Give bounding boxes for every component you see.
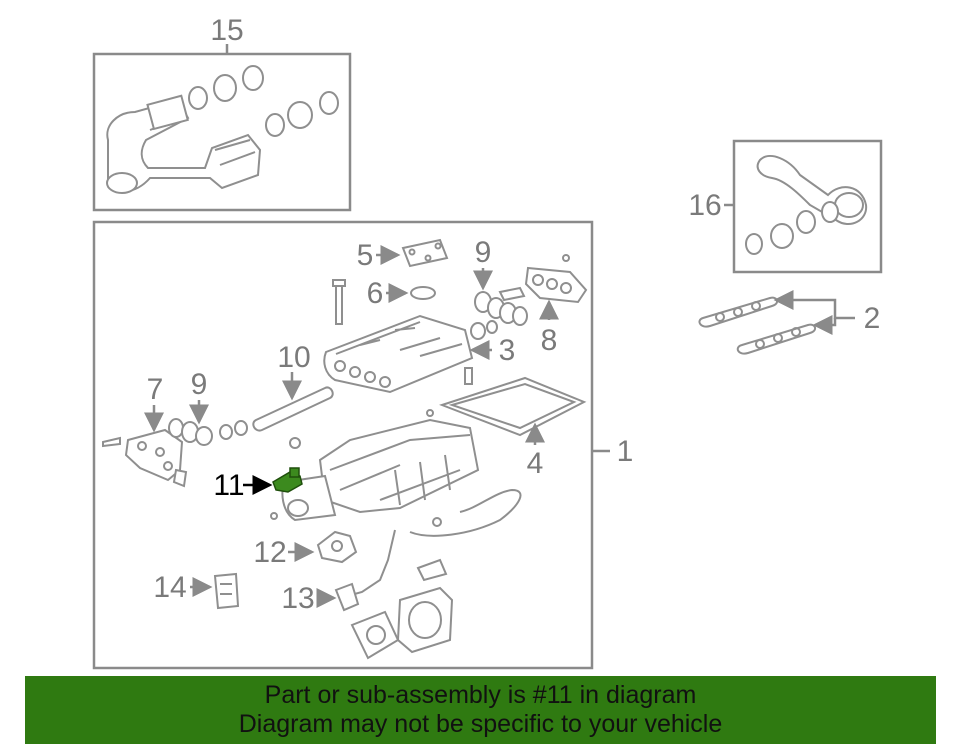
engine-block [270, 409, 522, 537]
item-6-o-ring [386, 283, 436, 303]
item-13-pipe [316, 529, 448, 612]
item-12-part [288, 530, 358, 564]
item-5-plate [376, 238, 449, 268]
info-banner: Part or sub-assembly is #11 in diagram D… [25, 676, 936, 744]
item-9-gaskets-lower [168, 400, 248, 446]
subassembly-1-box [92, 220, 610, 670]
callout-7: 7 [147, 373, 164, 406]
callout-6: 6 [367, 277, 384, 310]
item-14-bracket [190, 572, 240, 610]
callout-16: 16 [688, 189, 721, 222]
callout-14: 14 [153, 571, 186, 604]
callout-2: 2 [864, 302, 881, 335]
callout-3: 3 [499, 334, 516, 367]
lower-covers [350, 586, 454, 660]
hose-clamps [745, 201, 839, 255]
duct-clamps-upper [188, 65, 339, 137]
air-intake-duct [106, 94, 262, 194]
callout-8: 8 [541, 324, 558, 357]
callout-11: 11 [213, 469, 244, 502]
banner-line-2: Diagram may not be specific to your vehi… [238, 710, 723, 738]
item-11-highlighted-part [243, 467, 303, 495]
callout-9-upper: 9 [475, 236, 492, 269]
long-bolt [332, 279, 346, 325]
callout-9-lower: 9 [191, 368, 208, 401]
subassembly-16-box [724, 139, 883, 274]
callout-10: 10 [277, 341, 310, 374]
callout-5: 5 [357, 239, 374, 272]
subassembly-15-box [92, 44, 352, 212]
callout-4: 4 [527, 447, 544, 480]
item-4-pan-gasket [439, 376, 587, 445]
callout-12: 12 [253, 536, 286, 569]
item-2-gaskets [698, 290, 855, 355]
banner-line-1: Part or sub-assembly is #11 in diagram [264, 681, 697, 709]
item-8-manifold-gasket [524, 254, 588, 320]
callout-15: 15 [210, 14, 243, 47]
item-3-intake-manifold [323, 314, 492, 394]
callout-13: 13 [281, 582, 314, 615]
callout-1: 1 [617, 435, 634, 468]
item-10-tube [252, 372, 334, 432]
item-9-gaskets-upper [470, 268, 528, 340]
item-7-housing [102, 405, 188, 488]
